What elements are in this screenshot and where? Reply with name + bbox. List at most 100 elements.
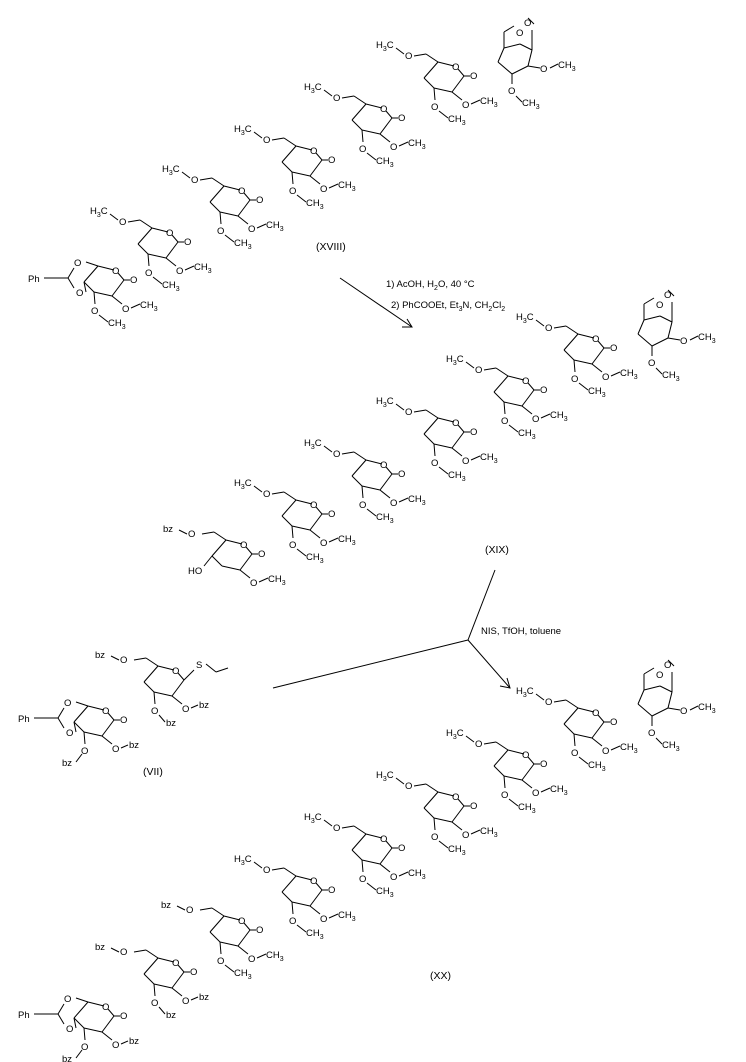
methyl-label: CH3 [588,760,606,773]
methyl-label: CH3 [620,368,638,381]
methoxy-oxygen: O [508,86,515,97]
glycosidic-oxygen: O [540,385,547,396]
methoxy-oxygen: O [462,456,469,467]
methoxy-oxygen: O [176,266,183,277]
methyl-label: CH3 [376,886,394,899]
benzoyl-label: bz [166,1010,176,1021]
hydroxyl-label: HO [188,566,202,577]
glycosidic-oxygen: O [470,427,477,438]
compound-label-xix: (XIX) [485,544,509,556]
ring-oxygen: O [380,104,387,115]
glycosidic-oxygen: O [398,113,405,124]
benzoyl-label: bz [62,1054,72,1062]
bridge-oxygen: O [664,660,671,671]
ring-oxygen: O [522,376,529,387]
methyl-label: H3C [304,812,322,825]
glycosidic-oxygen: O [256,195,263,206]
sulfur-label: S [196,660,202,671]
methoxy-oxygen: O [680,706,687,717]
ring-oxygen: O [310,876,317,887]
methoxy-oxygen: O [462,830,469,841]
bridge-oxygen: O [516,28,523,39]
methyl-label: H3C [376,40,394,53]
benzoyl-label: bz [161,900,171,911]
ester-oxygen: O [188,529,195,540]
ring-oxygen: O [592,334,599,345]
benzoyl-label: bz [199,992,209,1003]
glycosidic-oxygen: O [540,759,547,770]
methyl-label: H3C [446,728,464,741]
methyl-label: CH3 [306,552,324,565]
methoxy-oxygen: O [501,416,508,427]
ring-oxygen: O [102,1002,109,1013]
methoxy-oxygen: O [333,449,340,460]
methyl-label: CH3 [522,98,540,111]
methoxy-oxygen: O [648,728,655,739]
methyl-label: CH3 [266,220,284,233]
ring-oxygen: O [166,228,173,239]
methoxy-oxygen: O [390,872,397,883]
methyl-label: CH3 [268,574,286,587]
methoxy-oxygen: O [320,184,327,195]
methyl-label: CH3 [108,318,126,331]
ring-oxygen: O [452,62,459,73]
methoxy-oxygen: O [91,306,98,317]
methyl-label: CH3 [266,950,284,963]
methoxy-oxygen: O [390,498,397,509]
methoxy-oxygen: O [122,304,129,315]
methyl-label: CH3 [234,968,252,981]
methyl-label: CH3 [338,534,356,547]
methyl-label: H3C [162,164,180,177]
benzoyl-label: bz [129,740,139,751]
ring-oxygen: O [238,186,245,197]
benzoyl-label: bz [166,718,176,729]
methyl-label: CH3 [480,452,498,465]
step1-reagent-line1: 1) AcOH, H2O, 40 °C [386,279,475,292]
methyl-label: CH3 [448,114,466,127]
glycosidic-oxygen: O [328,155,335,166]
methoxy-oxygen: O [151,998,158,1009]
methoxy-oxygen: O [359,500,366,511]
methoxy-oxygen: O [289,916,296,927]
methyl-label: H3C [516,312,534,325]
benzoyl-label: bz [95,942,105,953]
methoxy-oxygen: O [182,704,189,715]
methyl-label: CH3 [448,470,466,483]
methyl-label: CH3 [306,198,324,211]
glycosidic-oxygen: O [398,469,405,480]
methoxy-oxygen: O [248,224,255,235]
methoxy-oxygen: O [119,217,126,228]
methoxy-oxygen: O [182,996,189,1007]
glycosidic-oxygen: O [470,801,477,812]
glycosidic-oxygen: O [120,715,127,726]
acetal-oxygen: O [76,288,83,299]
methyl-label: H3C [446,354,464,367]
methoxy-oxygen: O [462,100,469,111]
methoxy-oxygen: O [145,268,152,279]
methoxy-oxygen: O [248,954,255,965]
methyl-label: H3C [304,82,322,95]
ring-oxygen: O [310,500,317,511]
acetal-oxygen: O [66,1024,73,1035]
methyl-label: H3C [234,478,252,491]
ring-oxygen: O [310,146,317,157]
methoxy-oxygen: O [475,739,482,750]
methyl-label: CH3 [558,60,576,73]
methoxy-oxygen: O [405,781,412,792]
glycosidic-oxygen: O [328,885,335,896]
methoxy-oxygen: O [112,1040,119,1051]
glycosidic-oxygen: O [130,275,137,286]
methyl-label: H3C [376,396,394,409]
methyl-label: H3C [234,124,252,137]
bridge-oxygen: O [656,300,663,311]
methoxy-oxygen: O [112,744,119,755]
methoxy-oxygen: O [571,374,578,385]
methoxy-oxygen: O [217,956,224,967]
step2-reagents: NIS, TfOH, toluene [481,626,561,637]
acetal-oxygen: O [64,994,71,1005]
methyl-label: CH3 [480,96,498,109]
